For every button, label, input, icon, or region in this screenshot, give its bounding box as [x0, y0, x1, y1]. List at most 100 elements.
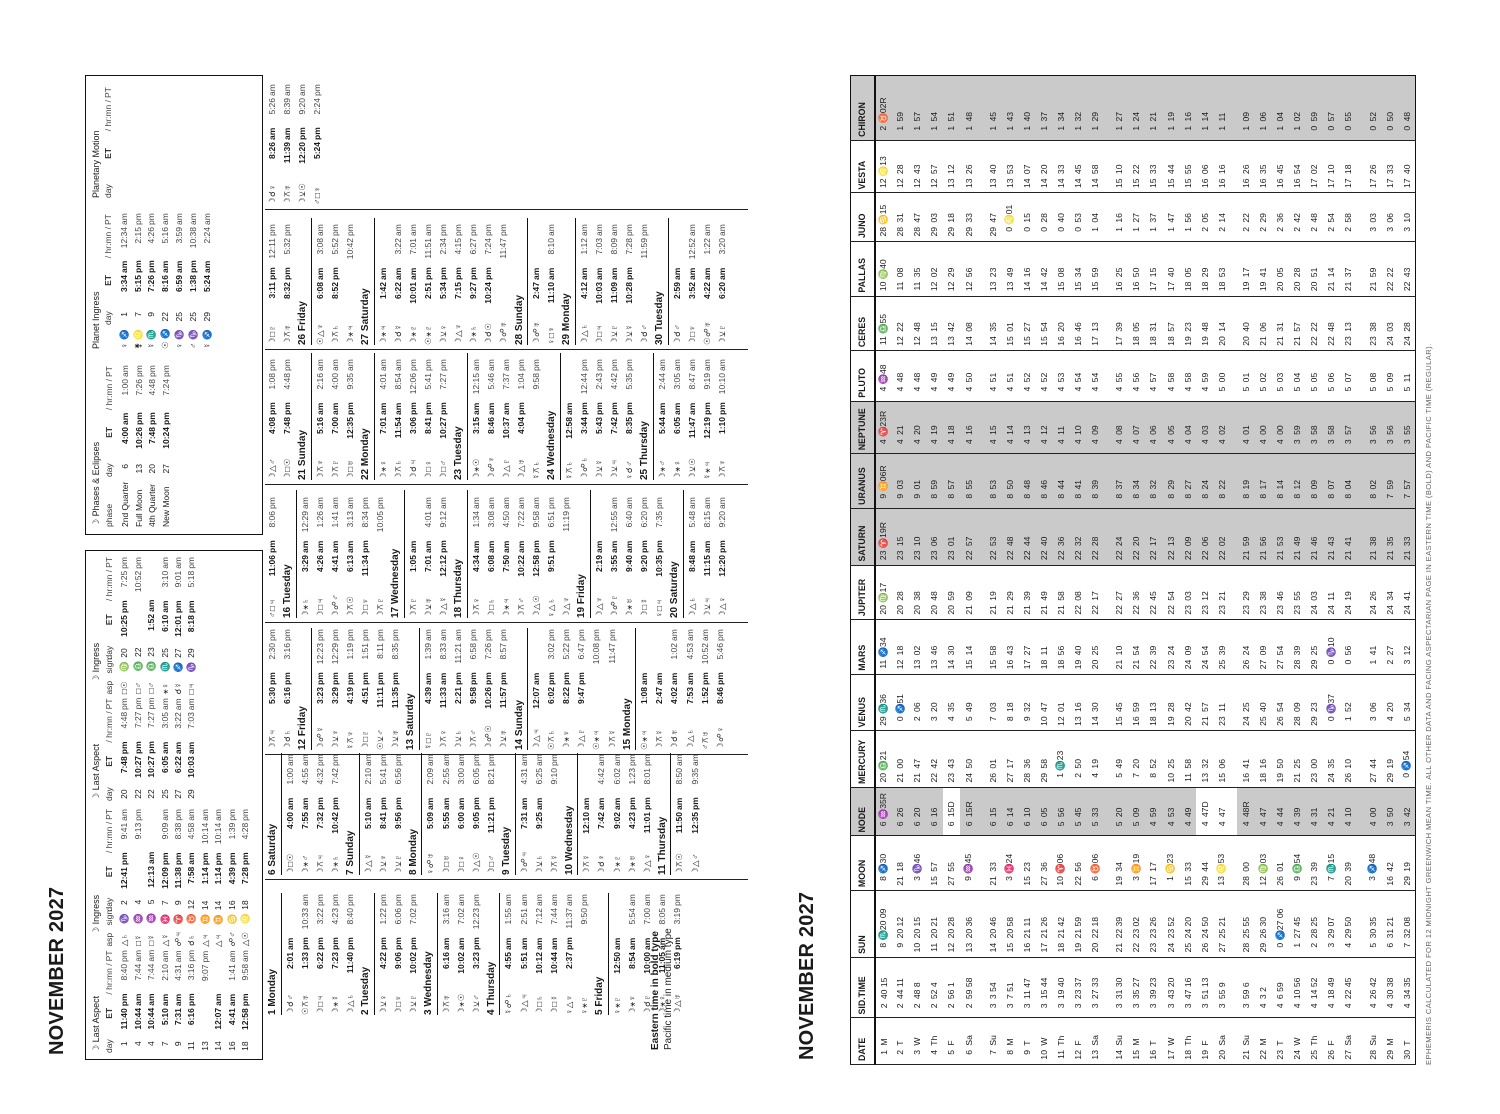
- aspect-glyphs: ☽⚹♂: [656, 459, 667, 480]
- ephemeris-cell: 29 18: [942, 192, 960, 242]
- gap-cell: [977, 350, 985, 402]
- ephemeris-cell: 4 50: [959, 350, 978, 402]
- ephemeris-cell: 22 22: [1305, 296, 1323, 351]
- ephemeris-cell: 4 51: [984, 350, 1002, 402]
- aspect-glyphs: ☽⚻♀: [470, 596, 481, 618]
- aspect-glyphs: ☽⚺♂: [470, 993, 481, 1015]
- day-header: 23 Tuesday: [451, 353, 468, 480]
- ephemeris-cell: 4 48R: [1237, 787, 1255, 836]
- gap-cell: [1230, 350, 1238, 402]
- aspect-glyphs: ☽⚻☿: [606, 728, 617, 750]
- gap-cell: [1230, 835, 1238, 891]
- ephemeris-cell: 2 54: [1322, 192, 1340, 242]
- ephemeris-cell: 10♍40: [874, 241, 892, 297]
- column-header-juno: JUNO: [850, 192, 875, 242]
- column-header-venus: VENUS: [850, 674, 875, 731]
- ephemeris-cell: 14 58: [1086, 140, 1104, 193]
- ephemeris-cell: 23 21: [1213, 565, 1231, 620]
- ephemeris-cell: 4 47D: [1196, 787, 1214, 836]
- ephemeris-cell: 24 W: [1288, 1017, 1306, 1065]
- ephemeris-cell: 4 07: [1127, 401, 1145, 454]
- gap-cell: [1230, 241, 1238, 297]
- gap-cell: [1357, 140, 1365, 193]
- ephemeris-cell: 26 24 50: [1196, 890, 1214, 958]
- ephemeris-cell: 8 59: [925, 453, 943, 509]
- ephemeris-cell: 18 31: [1144, 296, 1162, 351]
- ephemeris-cell: 8 29: [1162, 453, 1180, 509]
- ephemeris-cell: 12 22: [891, 296, 909, 351]
- ephemeris-cell: 17 40: [1162, 241, 1180, 297]
- aspect-glyphs: ☽□☉: [282, 458, 293, 480]
- ephemeris-cell: 4 10 56: [1288, 957, 1306, 1018]
- ephemeris-cell: 23 38: [1364, 296, 1382, 351]
- column-header-sun: SUN: [850, 890, 875, 958]
- aspect-glyphs: ♀⚹♇: [611, 995, 622, 1015]
- gap-cell: [1103, 350, 1111, 402]
- ephemeris-cell: 15 33: [1179, 835, 1197, 891]
- aspect-glyphs: ☽⚹♅: [626, 854, 637, 875]
- day-header: 22 Monday: [358, 353, 375, 480]
- ephemeris-cell: 2 56 1: [942, 957, 960, 1018]
- ephemeris-cell: 23 55: [1288, 565, 1306, 620]
- ephemeris-cell: 23 12: [1196, 565, 1214, 620]
- gap-cell: [1103, 453, 1111, 509]
- ephemeris-cell: 23 T: [1271, 1017, 1289, 1065]
- ephemeris-cell: 0♌01: [1001, 192, 1019, 242]
- aspect-glyphs: ☉⚹♇: [422, 324, 433, 345]
- ephemeris-cell: 4 00: [1254, 401, 1272, 454]
- ephemeris-cell: 5 56: [1052, 787, 1070, 836]
- ephemeris-cell: 5 04: [1288, 350, 1306, 402]
- ephemeris-cell: 3 35 27: [1127, 957, 1145, 1018]
- ephemeris-cell: 15 54: [1035, 296, 1053, 351]
- ephemeris-cell: 25 40: [1254, 674, 1272, 731]
- ephemeris-cell: 19 28: [1162, 674, 1180, 731]
- ephemeris-cell: 23 00: [1305, 730, 1323, 788]
- ephemeris-cell: 16 26: [1237, 140, 1255, 193]
- ephemeris-cell: 16 20: [1052, 296, 1070, 351]
- ephemeris-cell: 13♌53: [1213, 835, 1231, 891]
- ephemeris-cell: 21 35: [1381, 508, 1399, 566]
- gap-cell: [1230, 192, 1238, 242]
- aspect-glyphs: ☽⚺♇: [407, 993, 418, 1015]
- gap-cell: [1230, 674, 1238, 731]
- aspect-glyphs: ☽⚻☉: [674, 852, 685, 875]
- ephemeris-cell: 4 53: [1052, 350, 1070, 402]
- aspect-glyphs: ☽⚹♅: [624, 597, 635, 618]
- ephemeris-cell: 1 21: [1144, 75, 1162, 141]
- ephemeris-cell: 14 30: [942, 619, 960, 675]
- ephemeris-cell: 1 47: [1162, 192, 1180, 242]
- ephemeris-cell: 21 00: [891, 730, 909, 788]
- day-header: 20 Saturday: [667, 490, 685, 618]
- gap-cell: [1103, 674, 1111, 731]
- ephemeris-cell: 27 36: [1035, 835, 1053, 891]
- gap-cell: [1357, 1017, 1365, 1065]
- aspect-glyphs: ☽△☉: [470, 851, 481, 875]
- aspect-glyphs: ☽⚻☿: [654, 728, 665, 750]
- day-header: 18 Thursday: [451, 490, 468, 618]
- aspect-glyphs: ☽⚹♆: [626, 994, 637, 1015]
- day-header: 2 Tuesday: [358, 893, 375, 1015]
- ephemeris-cell: 1 M: [874, 1017, 892, 1065]
- ephemeris-cell: 14 16: [1018, 241, 1036, 297]
